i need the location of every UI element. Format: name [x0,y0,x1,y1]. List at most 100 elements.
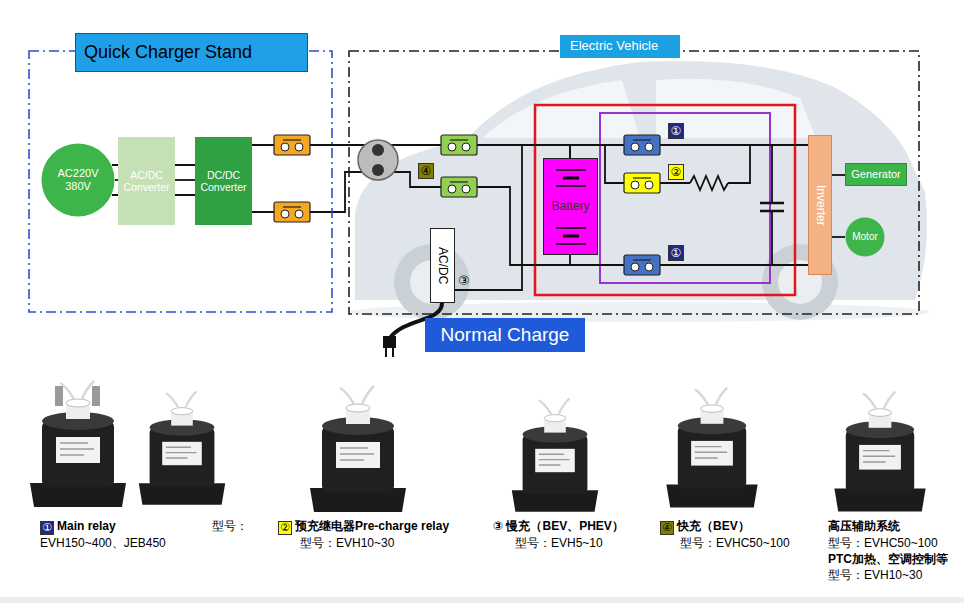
group-outline [600,113,770,283]
power-source-circle: AC220V 380V [41,143,115,217]
product-photo [834,392,925,512]
product-photo [30,381,126,507]
relay-symbol [274,202,310,222]
group-outline [535,105,795,295]
node-label: Normal Charge [441,324,570,346]
wire-connector [832,174,845,176]
node-label: AC/DC [436,247,450,284]
caption-box: Normal Charge [425,318,585,352]
product-photo [30,381,926,512]
resistor-symbol [690,176,728,190]
connector-plug [358,140,398,180]
part-name: 快充（BEV） [677,519,750,533]
wire-connector [455,145,570,290]
wire [252,172,362,212]
wire-connector [832,236,845,238]
wire [771,145,773,265]
frame-heading: Quick Charger Stand [75,33,308,72]
part-name: PTC加热、空调控制等 [828,552,948,566]
connector-plug [372,164,384,176]
relay-symbol [441,135,477,155]
circle-shape [42,144,115,217]
quick-charger-frame: Quick Charger StandAC220V 380VAC/DC Conv… [28,50,333,313]
group-outline [535,105,795,295]
wire [605,145,750,183]
model-number: 型号：EVH10~30 [828,568,922,582]
callout-number: ③ [458,273,470,289]
relay-symbol [274,135,660,275]
callout-number: ① [40,521,54,535]
battery-symbol [556,170,586,244]
circle-shape [846,218,885,257]
model-number: 型号：EVH5~10 [515,536,603,550]
model-number: EVH150~400、JEB450 [40,536,166,550]
wire-connector [570,255,808,265]
car-illustration [355,61,927,300]
node-label: Motor [852,231,878,243]
part-name: 预充继电器Pre-charge relay [295,519,449,533]
node-label: AC/DC Converter [119,169,175,193]
relay-symbol [274,135,310,155]
wire-connector [115,179,118,181]
callout-number: ④ [418,163,434,179]
node-label: Inverter [813,185,827,226]
footer-bar [0,597,964,603]
resistor-symbol [690,176,728,190]
connector-plug [372,144,384,156]
model-number: 型号： [212,519,248,533]
car-illustration [350,61,930,322]
frame-border [349,51,919,314]
callout-number: ② [278,521,292,535]
converter-box: DC/DC Converter [195,137,252,225]
charging-cable [383,336,396,348]
callout-number: ① [668,245,684,261]
model-number: 型号：EVHC50~100 [680,536,790,550]
charger-box: AC/DC [430,228,455,303]
wire-connector [252,145,570,158]
wire-connector [175,179,195,181]
inverter-box: Inverter [808,135,832,275]
relay-symbol [624,173,660,193]
callout-number: ① [668,123,684,139]
battery-box: Battery [543,158,598,255]
relay-symbol [624,255,660,275]
relay-symbol [441,177,477,197]
motor-circle: Motor [845,217,885,257]
node-label: DC/DC Converter [196,169,252,193]
frame-border [29,51,332,312]
product-photo [310,386,406,512]
capacitor-symbol [760,203,784,211]
connector-plug [358,140,398,180]
converter-box: AC/DC Converter [118,137,175,225]
node-label: Generator [851,168,901,181]
product-photo [512,398,598,511]
car-illustration [482,80,640,138]
node-label: Battery [551,200,589,214]
wire [570,144,808,146]
generator-box: Generator [845,163,907,186]
charging-cable [386,348,393,357]
product-photo [666,388,757,508]
frame-heading: Electric Vehicle [560,35,680,58]
vehicle-frame: Electric VehicleBatteryInverterGenerator… [348,50,920,315]
node-label: AC220V 380V [53,167,103,192]
product-photo [92,386,100,406]
product-photo [139,391,225,504]
capacitor-symbol [760,203,784,211]
callout-number: ④ [660,521,674,535]
model-number: 型号：EVH10~30 [300,536,394,550]
part-name: Main relay [57,519,116,533]
part-name: ③ 慢充（BEV、PHEV） [493,519,624,533]
battery-symbol [556,170,586,244]
model-number: 型号：EVHC50~100 [828,536,938,550]
callout-number: ② [668,164,684,180]
battery-symbol [563,178,579,236]
part-name: 高压辅助系统 [828,519,900,533]
car-illustration [656,79,816,138]
